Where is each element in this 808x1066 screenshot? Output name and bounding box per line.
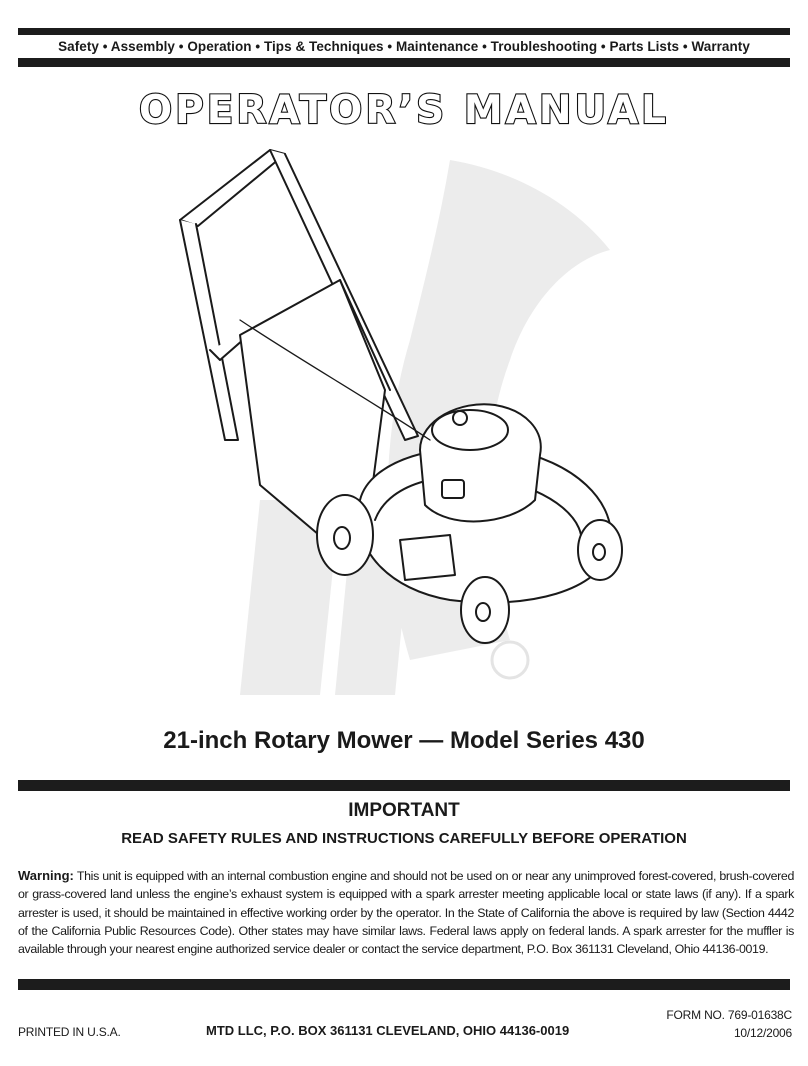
front-wheel-left [460, 576, 510, 644]
bottom-rule [18, 979, 790, 990]
topics-bar: Safety • Assembly • Operation • Tips & T… [18, 35, 790, 58]
warning-paragraph: Warning: This unit is equipped with an i… [18, 867, 794, 958]
model-subtitle: 21-inch Rotary Mower — Model Series 430 [163, 727, 645, 754]
topics-text: Safety • Assembly • Operation • Tips & T… [58, 39, 750, 54]
manual-title: OPERATOR’S MANUAL [138, 87, 669, 134]
company-address: MTD LLC, P.O. BOX 361131 CLEVELAND, OHIO… [206, 1023, 570, 1038]
important-heading: IMPORTANT [348, 800, 460, 821]
rear-wheel-left [316, 494, 374, 576]
handle-bar [179, 149, 286, 227]
form-number: FORM NO. 769-01638C [666, 1008, 792, 1022]
form-date: 10/12/2006 [733, 1026, 792, 1040]
warning-text: This unit is equipped with an internal c… [18, 869, 794, 957]
top-rule-upper [18, 28, 790, 35]
top-rule-lower [18, 58, 790, 67]
printed-in: PRINTED IN U.S.A. [18, 1025, 121, 1039]
warning-label: Warning: [18, 868, 74, 883]
mid-rule [18, 780, 790, 791]
mower-illustration [179, 149, 623, 695]
front-wheel-right [577, 519, 623, 581]
read-safety-subheading: READ SAFETY RULES AND INSTRUCTIONS CAREF… [121, 830, 687, 847]
